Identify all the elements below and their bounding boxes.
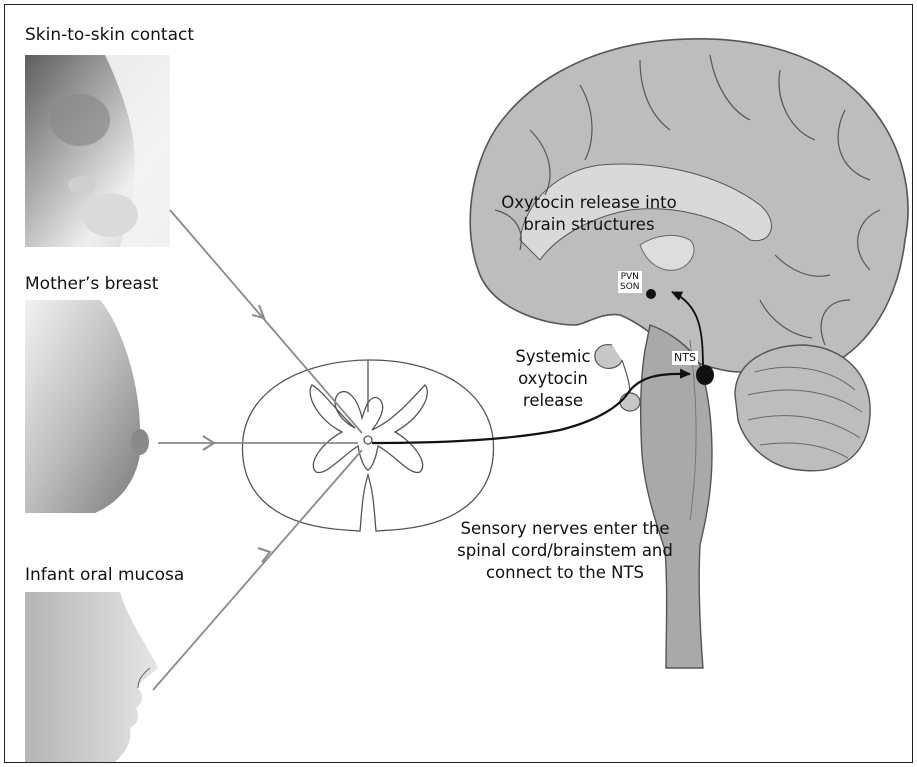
label-sensory-nerves: Sensory nerves enter the spinal cord/bra… <box>457 519 673 582</box>
sensory-input-arrows <box>152 209 363 691</box>
brain-sagittal-section <box>469 38 909 669</box>
breast-photo <box>25 300 149 513</box>
nts-nucleus <box>696 365 714 385</box>
pvn-son-nucleus <box>646 289 656 299</box>
spinal-cord-cross-section <box>241 359 495 532</box>
infant-face-photo <box>25 592 158 762</box>
label-systemic-release: Systemic oxytocin release <box>515 347 591 410</box>
label-mothers-breast: Mother’s breast <box>25 274 159 294</box>
systemic-release-pathway <box>371 368 691 445</box>
skin-to-skin-photo <box>25 55 170 247</box>
label-brain-release: Oxytocin release into brain structures <box>501 193 677 234</box>
label-infant-oral-mucosa: Infant oral mucosa <box>25 565 185 585</box>
label-skin-to-skin: Skin-to-skin contact <box>25 25 195 45</box>
tag-pvn-son: PVN SON <box>618 271 642 293</box>
tag-nts: NTS <box>672 351 698 365</box>
nts-to-pvn-pathway <box>671 291 704 371</box>
